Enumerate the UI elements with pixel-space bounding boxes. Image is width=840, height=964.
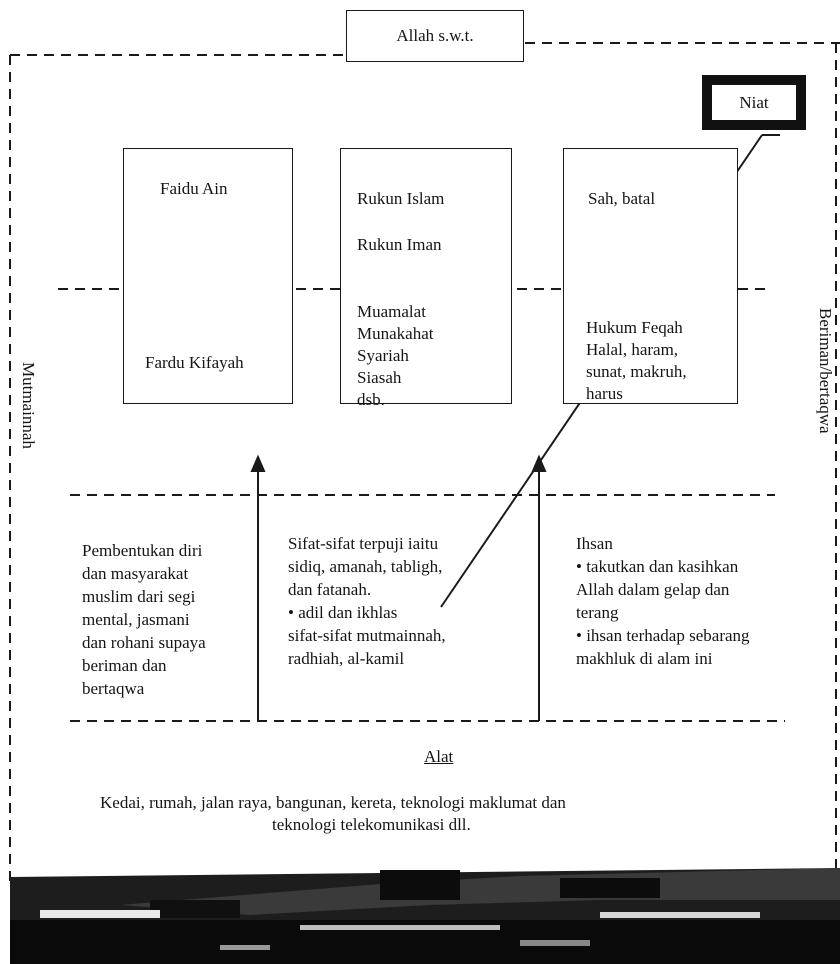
column-box-1 xyxy=(123,148,293,404)
alat-line-1: Kedai, rumah, jalan raya, bangunan, kere… xyxy=(100,793,566,812)
alat-heading: Alat xyxy=(424,747,454,766)
middle-left-text: Pembentukan diri dan masyarakat muslim d… xyxy=(82,541,206,698)
column-1-upper: Faidu Ain xyxy=(160,179,228,198)
column-3-upper: Sah, batal xyxy=(588,189,656,208)
column-box-3 xyxy=(563,148,738,404)
bottom-banner-image xyxy=(10,868,840,964)
column-2-upper-1: Rukun Islam xyxy=(357,189,445,208)
column-3-lower: Hukum Feqah Halal, haram, sunat, makruh,… xyxy=(586,318,687,403)
arrow-left-head xyxy=(250,454,266,472)
allah-title: Allah s.w.t. xyxy=(396,26,474,45)
niat-box: Niat xyxy=(702,75,806,130)
middle-right-text: Ihsan • takutkan dan kasihkan Allah dala… xyxy=(576,534,750,668)
niat-label: Niat xyxy=(739,92,769,112)
allah-box: Allah s.w.t. xyxy=(346,10,524,62)
middle-center-text: Sifat-sifat terpuji iaitu sidiq, amanah,… xyxy=(288,534,446,668)
column-box-2 xyxy=(340,148,512,404)
column-1-lower: Fardu Kifayah xyxy=(145,353,244,372)
side-label-left: Mutmainnah xyxy=(19,362,38,449)
alat-line-2: teknologi telekomunikasi dll. xyxy=(272,815,471,834)
column-2-lower: Muamalat Munakahat Syariah Siasah dsb. xyxy=(357,302,434,409)
side-label-right: Beriman/bertaqwa xyxy=(816,308,835,434)
column-2-upper-2: Rukun Iman xyxy=(357,235,442,254)
